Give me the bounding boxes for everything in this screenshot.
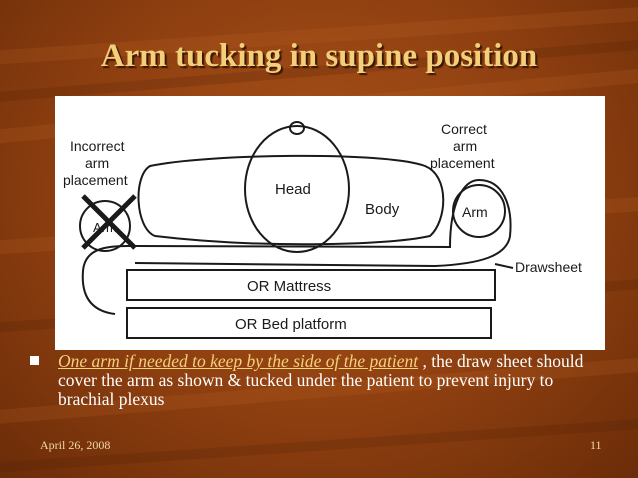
arm-tucking-diagram: Incorrect arm placement Correct arm plac… (55, 96, 605, 350)
x-mark-line2 (81, 194, 137, 250)
head-outline (244, 125, 350, 253)
head-label: Head (275, 181, 311, 198)
correct-label-line2: arm (453, 138, 477, 154)
diagram-svg: Incorrect arm placement Correct arm plac… (63, 121, 582, 339)
mattress-label: OR Mattress (247, 278, 331, 295)
body-outline (137, 154, 445, 246)
correct-arm-label: Arm (462, 204, 488, 220)
body-label: Body (365, 201, 400, 218)
footer-page-number: 11 (590, 438, 602, 452)
footer-date: April 26, 2008 (40, 438, 111, 452)
bullet-square-icon (30, 356, 39, 365)
bed-platform-rect (126, 307, 492, 339)
bullet-text: One arm if needed to keep by the side of… (58, 352, 610, 409)
incorrect-label-line2: arm (85, 155, 109, 171)
mattress-rect (126, 269, 496, 301)
drawsheet-label: Drawsheet (515, 259, 582, 275)
incorrect-arm-label: Arm (93, 220, 117, 235)
incorrect-label-line1: Incorrect (70, 138, 125, 154)
incorrect-arm-circle (79, 200, 131, 252)
bed-platform-label: OR Bed platform (235, 316, 347, 333)
drawsheet-line (134, 178, 512, 268)
left-drawsheet (81, 245, 136, 315)
drawsheet-pointer (494, 263, 514, 269)
bullet-link[interactable]: One arm if needed to keep by the side of… (58, 351, 419, 371)
bullet-item: One arm if needed to keep by the side of… (30, 352, 610, 409)
bullet-rest-text: , the draw sheet should cover the arm as… (58, 351, 584, 409)
correct-label-line1: Correct (441, 121, 487, 137)
nose-outline (289, 121, 305, 135)
slide-title: Arm tucking in supine position (100, 38, 538, 74)
correct-label-line3: placement (430, 155, 495, 171)
incorrect-label-line3: placement (63, 172, 128, 188)
